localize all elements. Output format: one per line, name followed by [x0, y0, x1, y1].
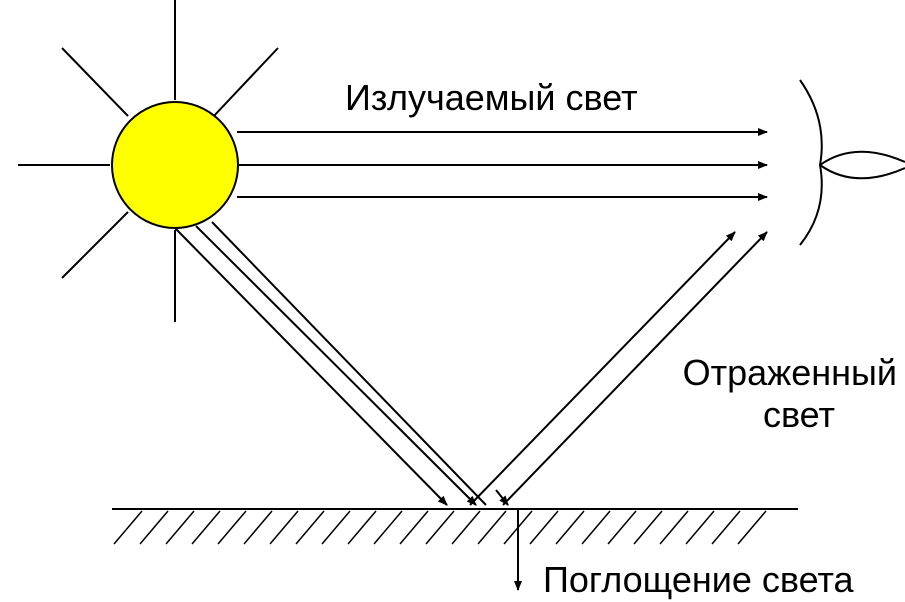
sun-rays — [18, 0, 279, 322]
incident-light-arrows — [174, 221, 487, 506]
emitted-light-label: Излучаемый свет — [345, 77, 638, 118]
surface-hatching — [113, 510, 767, 545]
eye-icon — [799, 79, 905, 246]
sun-icon — [111, 101, 239, 229]
incident-arrow — [195, 225, 477, 506]
reflected-arrow — [469, 231, 736, 506]
reflected-light-label-line2: свет — [763, 394, 835, 435]
incident-arrow — [211, 221, 487, 506]
sun-ray — [61, 211, 129, 279]
reflected-light-arrows — [469, 231, 768, 506]
sun-ray — [61, 47, 129, 117]
reflected-arrow — [502, 231, 768, 506]
surface — [112, 508, 798, 545]
reflected-light-label-line1: Отраженный — [683, 352, 897, 393]
sun-ray — [211, 47, 279, 119]
incident-arrow — [174, 227, 448, 506]
absorbed-light-label: Поглощение света — [543, 559, 855, 600]
emitted-light-arrows — [237, 128, 768, 201]
reflected-arrow-tail — [495, 489, 509, 506]
